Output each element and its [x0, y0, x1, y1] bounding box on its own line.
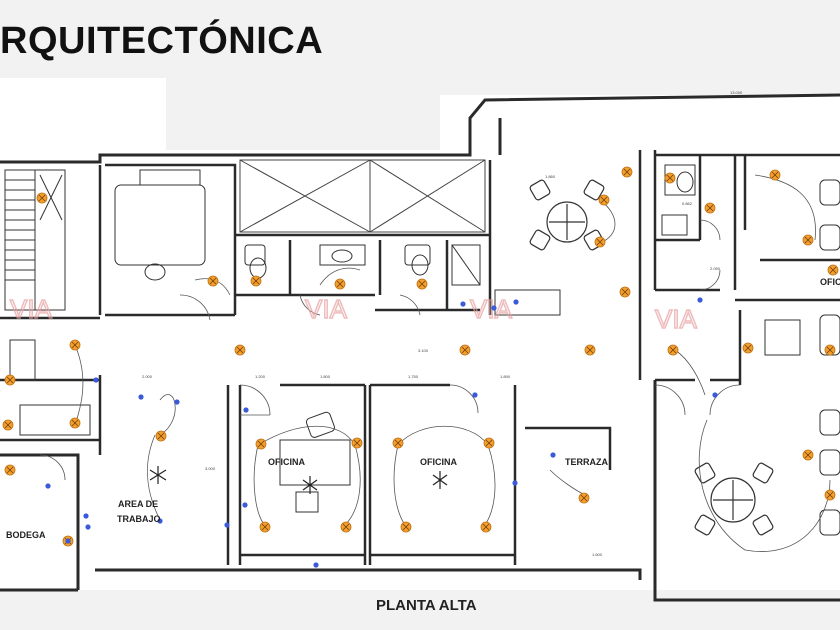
- light-fixture-icon: [4, 374, 16, 386]
- light-fixture-icon: [255, 438, 267, 450]
- exterior-walls: [0, 93, 840, 602]
- dim-9: 0.862: [682, 201, 693, 206]
- light-fixture-icon: [36, 192, 48, 204]
- watermark: VIA VIA VIA VIA: [9, 293, 698, 335]
- ceiling-fans: [149, 466, 448, 494]
- light-fixture-icon: [155, 430, 167, 442]
- light-fixture-icon: [250, 275, 262, 287]
- light-fixture-icon: [351, 437, 363, 449]
- dimension-labels: 2.000 1.200 1.800 1.750 3.000 1.860 3.10…: [142, 90, 743, 557]
- dim-5: 3.000: [205, 466, 216, 471]
- room-label-terraza: TERRAZA: [565, 457, 608, 467]
- sensor-icon: [243, 407, 249, 413]
- dim-12: 13.000: [730, 90, 743, 95]
- light-fixture-icon: [802, 234, 814, 246]
- light-fixture-icon: [234, 344, 246, 356]
- svg-text:VIA: VIA: [655, 304, 698, 334]
- light-fixture-icon: [483, 437, 495, 449]
- staircase: [4, 169, 66, 311]
- sensor-icon: [491, 305, 497, 311]
- sensor-icon: [224, 522, 230, 528]
- dim-8: 1.890: [500, 374, 511, 379]
- light-fixture-icon: [578, 492, 590, 504]
- page-title: RQUITECTÓNICA: [0, 20, 324, 62]
- light-fixture-icon: [334, 278, 346, 290]
- room-label-oficina-1: OFICINA: [268, 457, 305, 467]
- light-fixture-icon: [664, 172, 676, 184]
- interior-walls: [0, 150, 840, 565]
- light-fixture-icon: [594, 236, 606, 248]
- light-fixture-icon: [584, 344, 596, 356]
- light-fixture-icon: [619, 286, 631, 298]
- light-fixture-icon: [259, 521, 271, 533]
- light-fixture-icon: [667, 344, 679, 356]
- sensor-icon: [513, 299, 519, 305]
- sensor-points: [45, 297, 718, 568]
- light-fixtures: [2, 166, 839, 547]
- light-fixture-icon: [2, 419, 14, 431]
- fan-icon: [432, 471, 448, 489]
- bathroom-fixtures: [114, 164, 696, 286]
- light-fixture-icon: [824, 489, 836, 501]
- room-label-area-de: AREA DE: [118, 499, 158, 509]
- light-fixture-icon: [480, 521, 492, 533]
- light-fixture-icon: [340, 521, 352, 533]
- sensor-icon: [174, 399, 180, 405]
- sensor-icon: [313, 562, 319, 568]
- dim-2: 1.200: [255, 374, 266, 379]
- dim-6: 1.860: [545, 174, 556, 179]
- light-fixture-icon: [742, 342, 754, 354]
- void-cross: [239, 159, 486, 233]
- dim-3: 1.800: [320, 374, 331, 379]
- sensor-icon: [460, 301, 466, 307]
- room-label-oficina-2: OFICINA: [420, 457, 457, 467]
- room-label-bodega: BODEGA: [6, 530, 46, 540]
- room-label-oficina-right: OFIC: [820, 277, 840, 287]
- plan-title: PLANTA ALTA: [376, 597, 477, 614]
- door-swings: [39, 219, 741, 481]
- light-fixture-icon: [392, 437, 404, 449]
- light-fixture-icon: [416, 278, 428, 290]
- sensor-icon: [512, 480, 518, 486]
- dim-7: 3.100: [418, 348, 429, 353]
- dim-10: 2.050: [710, 266, 721, 271]
- office-furniture: [9, 179, 840, 536]
- sensor-icon: [45, 483, 51, 489]
- dim-11: 1.600: [592, 552, 603, 557]
- light-fixture-icon: [459, 344, 471, 356]
- light-fixture-icon: [69, 339, 81, 351]
- svg-text:VIA: VIA: [305, 294, 348, 324]
- light-fixture-icon: [802, 449, 814, 461]
- light-fixture-icon: [621, 166, 633, 178]
- sensor-icon: [712, 392, 718, 398]
- light-fixture-icon: [769, 169, 781, 181]
- svg-text:VIA: VIA: [10, 294, 53, 324]
- sensor-icon: [550, 452, 556, 458]
- sensor-icon: [697, 297, 703, 303]
- dining-table-right: [694, 462, 774, 536]
- sensor-icon: [242, 502, 248, 508]
- light-fixture-icon: [69, 417, 81, 429]
- light-fixture-icon: [824, 344, 836, 356]
- light-fixture-icon: [207, 275, 219, 287]
- sensor-icon: [83, 513, 89, 519]
- dim-1: 2.000: [142, 374, 153, 379]
- fan-icon: [149, 466, 167, 484]
- light-fixture-icon: [400, 521, 412, 533]
- light-fixture-icon: [4, 464, 16, 476]
- sensor-icon: [157, 518, 163, 524]
- light-fixture-icon: [598, 194, 610, 206]
- sensor-icon: [93, 377, 99, 383]
- sensor-icon: [85, 524, 91, 530]
- dim-4: 1.750: [408, 374, 419, 379]
- sensor-icon: [472, 392, 478, 398]
- svg-text:VIA: VIA: [470, 294, 513, 324]
- sensor-icon: [138, 394, 144, 400]
- light-fixture-icon: [704, 202, 716, 214]
- room-label-trabajo: TRABAJO: [117, 514, 161, 524]
- light-fixture-icon: [827, 264, 839, 276]
- fan-icon: [302, 476, 318, 494]
- sensor-icon: [65, 538, 71, 544]
